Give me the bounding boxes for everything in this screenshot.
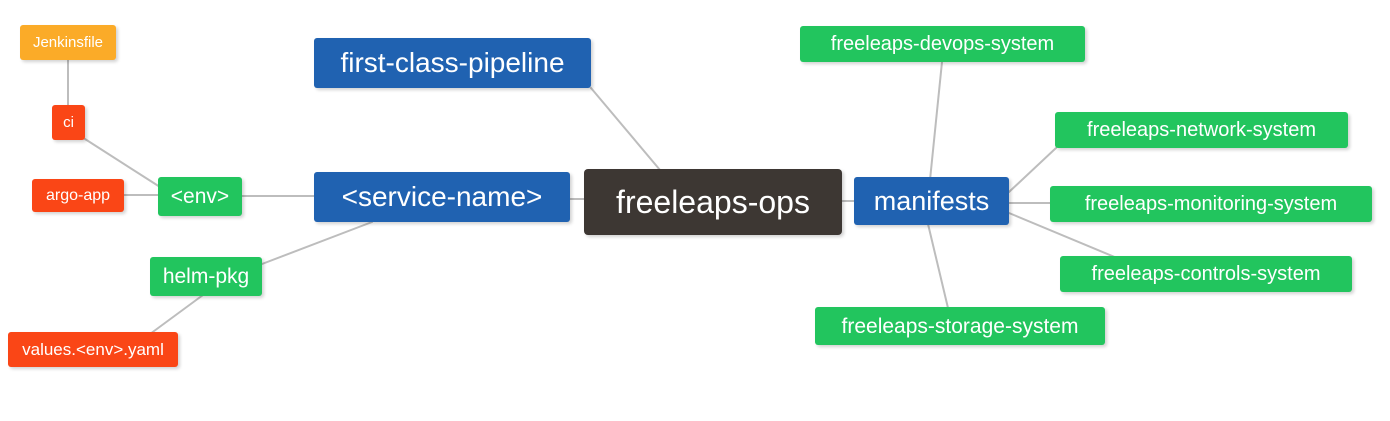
node-label: <service-name> xyxy=(341,181,543,212)
node-label: freeleaps-network-system xyxy=(1087,119,1316,141)
node-freeleaps-devops-system[interactable]: freeleaps-devops-system xyxy=(800,26,1085,62)
edge-manifests-storage xyxy=(927,223,949,309)
node-first-class-pipeline[interactable]: first-class-pipeline xyxy=(314,38,591,88)
edge-manifests-devops xyxy=(929,61,943,181)
node-values-env-yaml[interactable]: values.<env>.yaml xyxy=(8,332,178,367)
node-jenkinsfile[interactable]: Jenkinsfile xyxy=(20,25,116,60)
node-label: manifests xyxy=(873,185,990,216)
node-label: freeleaps-storage-system xyxy=(841,314,1079,338)
node-service-name[interactable]: <service-name> xyxy=(314,172,570,222)
node-label: first-class-pipeline xyxy=(340,47,565,78)
node-freeleaps-controls-system[interactable]: freeleaps-controls-system xyxy=(1060,256,1352,292)
node-label: helm-pkg xyxy=(162,265,250,288)
edge-valuesyaml-helmpkg xyxy=(149,294,204,335)
node-env[interactable]: <env> xyxy=(158,177,242,216)
node-manifests[interactable]: manifests xyxy=(854,177,1009,225)
node-label: freeleaps-ops xyxy=(616,184,810,220)
node-freeleaps-storage-system[interactable]: freeleaps-storage-system xyxy=(815,307,1105,345)
edge-firstclasspipeline-root xyxy=(590,87,661,171)
node-label: Jenkinsfile xyxy=(32,34,104,51)
node-freeleaps-network-system[interactable]: freeleaps-network-system xyxy=(1055,112,1348,148)
edge-manifests-network xyxy=(1008,147,1057,193)
node-ci[interactable]: ci xyxy=(52,105,85,140)
node-argo-app[interactable]: argo-app xyxy=(32,179,124,212)
node-label: values.<env>.yaml xyxy=(22,340,164,359)
node-root-freeleaps-ops[interactable]: freeleaps-ops xyxy=(584,169,842,235)
node-helm-pkg[interactable]: helm-pkg xyxy=(150,257,262,296)
node-freeleaps-monitoring-system[interactable]: freeleaps-monitoring-system xyxy=(1050,186,1372,222)
node-label: freeleaps-monitoring-system xyxy=(1084,193,1338,215)
node-label: argo-app xyxy=(45,186,111,204)
node-label: ci xyxy=(63,114,74,131)
edge-helmpkg-servicename xyxy=(261,221,373,265)
node-label: freeleaps-controls-system xyxy=(1091,263,1321,285)
node-label: <env> xyxy=(170,185,230,208)
node-label: freeleaps-devops-system xyxy=(830,33,1055,55)
